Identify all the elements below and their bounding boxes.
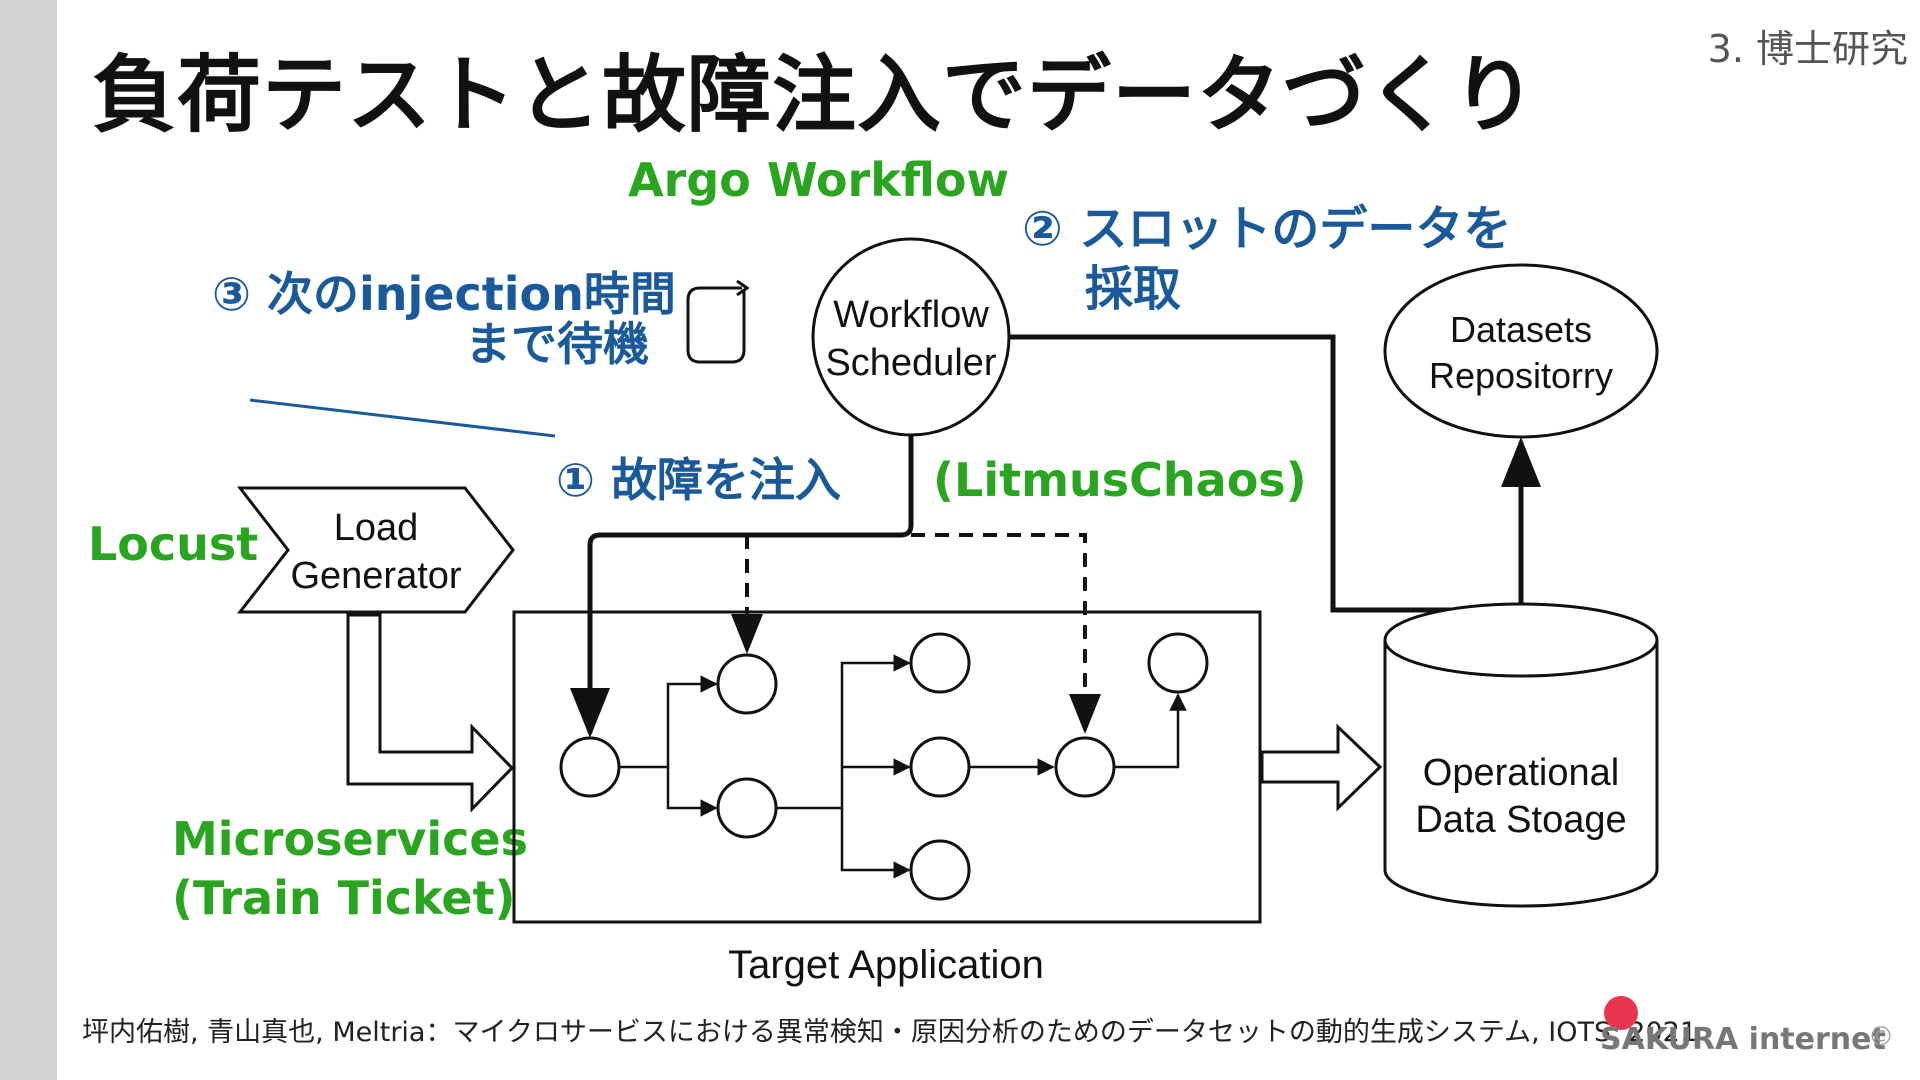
step1-label: ① 故障を注入 xyxy=(556,453,841,507)
datasets-repository-line1: Datasets xyxy=(1450,309,1592,350)
litmuschaos-label: (LitmusChaos) xyxy=(933,453,1307,507)
microservices-label-line2: (Train Ticket) xyxy=(172,871,516,925)
metrics-export-arrow xyxy=(1260,723,1383,812)
dashed-injection-arrow-2 xyxy=(911,533,1101,734)
service-node-e xyxy=(909,839,971,901)
collect-data-path xyxy=(1009,334,1521,613)
service-node-a xyxy=(716,653,778,715)
citation-text: 坪内佑樹, 青山真也, Meltria：マイクロサービスにおける異常検知・原因分… xyxy=(82,1017,1698,1048)
left-accent-bar xyxy=(0,0,57,1080)
service-node-b xyxy=(716,777,778,839)
brand-logo-text: SAKURA internet xyxy=(1600,1022,1886,1057)
loop-wait-icon xyxy=(686,279,750,364)
workflow-scheduler-node: Workflow Scheduler xyxy=(811,237,1011,437)
microservice-graph xyxy=(559,632,1209,901)
target-application-label: Target Application xyxy=(728,943,1044,987)
service-node-f xyxy=(1054,736,1116,798)
service-node-d xyxy=(909,736,971,798)
datasets-repository-line2: Repositorry xyxy=(1429,355,1613,396)
workflow-scheduler-line1: Workflow xyxy=(833,294,989,336)
step2-label-line2: 採取 xyxy=(1085,261,1181,317)
microservices-label-line1: Microservices xyxy=(172,812,528,866)
copyright-mark: © xyxy=(1868,1022,1894,1052)
sakura-logo-icon xyxy=(1604,996,1638,1030)
service-node-root xyxy=(559,736,621,798)
operational-data-storage-node: Operational Data Stoage xyxy=(1383,602,1659,908)
slide-title: 負荷テストと故障注入でデータづくり xyxy=(92,46,1538,144)
step2-label-line1: ② スロットのデータを xyxy=(1022,201,1511,257)
operational-data-storage-line2: Data Stoage xyxy=(1415,799,1626,841)
datasets-repository-node: Datasets Repositorry xyxy=(1383,263,1659,439)
fault-injection-arrow xyxy=(570,435,914,738)
load-traffic-arrow xyxy=(346,613,515,813)
operational-data-storage-line1: Operational xyxy=(1423,752,1619,794)
load-generator-line1: Load xyxy=(334,507,419,549)
target-application-box xyxy=(512,610,1262,924)
service-node-g xyxy=(1147,632,1209,694)
load-generator-node: Load Generator xyxy=(236,486,515,614)
workflow-scheduler-line2: Scheduler xyxy=(825,342,996,384)
load-generator-line2: Generator xyxy=(290,555,461,597)
section-label: 3. 博士研究 xyxy=(1707,27,1908,71)
step3-label-line2: まで待機 xyxy=(465,317,649,371)
blue-underline xyxy=(249,398,556,438)
argo-workflow-label: Argo Workflow xyxy=(628,153,1009,207)
locust-label: Locust xyxy=(88,517,258,571)
step3-label-line1: ③ 次のinjection時間 xyxy=(212,267,676,321)
service-node-c xyxy=(909,632,971,694)
